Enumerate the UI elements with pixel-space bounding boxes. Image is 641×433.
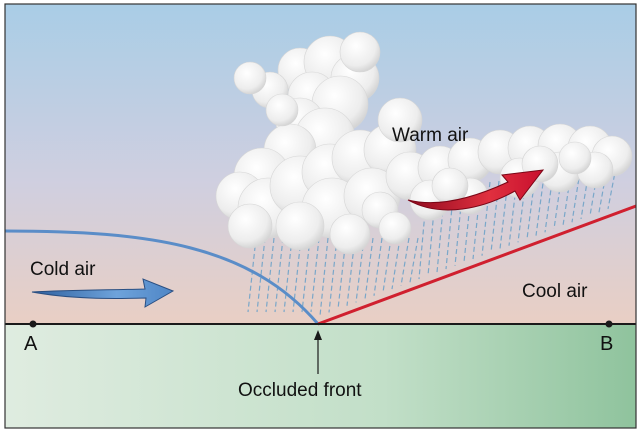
rain-streak — [274, 237, 284, 313]
front-pointer-head — [314, 330, 322, 340]
rain-streak — [445, 186, 455, 270]
rain-streak — [382, 237, 392, 293]
rain-streak — [292, 237, 302, 313]
rain-streak — [400, 237, 410, 286]
cloud-puff — [339, 31, 381, 73]
rain-streak — [607, 166, 617, 210]
cloud-puff — [377, 97, 423, 143]
cold-air-boundary-line — [4, 229, 320, 325]
rain-streak — [373, 237, 383, 296]
arrow-right-icon — [31, 278, 175, 308]
rain-streak — [328, 237, 338, 313]
point-a-label: A — [24, 333, 38, 355]
rain-streak — [535, 175, 545, 236]
diagram-frame — [4, 3, 637, 429]
cool-air-label: Cool air — [522, 281, 588, 302]
warm-air-label: Warm air — [392, 125, 469, 146]
cloud-puff — [275, 201, 325, 251]
rain-streak — [454, 185, 464, 266]
cloud-puff — [265, 93, 299, 127]
cloud-puff — [233, 61, 267, 95]
arrow-up-right-icon — [407, 169, 545, 211]
occluded-front-label: Occluded front — [238, 380, 362, 401]
point-a-marker — [29, 320, 37, 328]
ground-area — [5, 324, 636, 428]
rain-streak — [310, 237, 320, 313]
rain-streak — [364, 237, 374, 300]
rain-streak — [418, 189, 428, 280]
rain-streak — [283, 237, 293, 313]
rain-streak — [436, 187, 446, 273]
rain-streak — [247, 237, 257, 313]
rain-streak — [265, 237, 275, 313]
cloud-puff — [558, 141, 592, 175]
rain-streak — [391, 237, 401, 290]
cloud-puff — [329, 213, 371, 255]
rain-streak — [301, 237, 311, 313]
rain-streak — [256, 237, 266, 313]
cloud-puff — [378, 211, 412, 245]
rain-streak — [463, 184, 473, 263]
point-b-label: B — [600, 333, 614, 355]
cold-air-label: Cold air — [30, 259, 96, 280]
cool-air-boundary-line — [317, 204, 637, 326]
rain-streak — [319, 237, 329, 316]
cloud-puff — [227, 203, 273, 249]
point-b-marker — [605, 320, 613, 328]
rain-streak — [427, 188, 437, 276]
